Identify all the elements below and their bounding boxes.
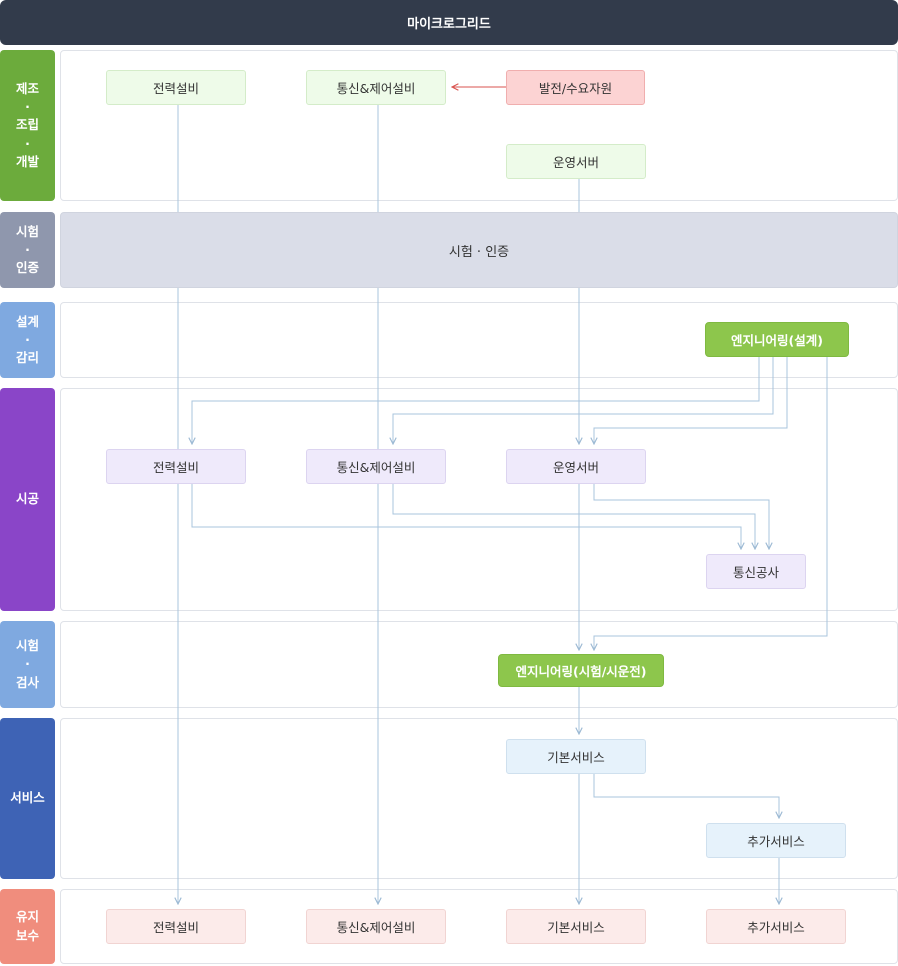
maintenance-basic-box: 기본서비스 bbox=[506, 909, 646, 944]
cert-label: 시험 · 인증 bbox=[448, 244, 510, 260]
construction-comm-box: 통신&제어설비 bbox=[306, 449, 446, 484]
construction-server-box: 운영서버 bbox=[506, 449, 646, 484]
construction-commwork-box: 통신공사 bbox=[706, 554, 806, 589]
lane-test bbox=[60, 621, 898, 708]
stage-test: 시험 · 검사 bbox=[0, 621, 55, 708]
stage-cert: 시험 · 인증 bbox=[0, 212, 55, 288]
stage-construction: 시공 bbox=[0, 388, 55, 611]
design-engineering-box: 엔지니어링(설계) bbox=[705, 322, 849, 357]
maintenance-power-box: 전력설비 bbox=[106, 909, 246, 944]
construction-power-box: 전력설비 bbox=[106, 449, 246, 484]
service-basic-box: 기본서비스 bbox=[506, 739, 646, 774]
maintenance-extra-box: 추가서비스 bbox=[706, 909, 846, 944]
stage-design: 설계 · 감리 bbox=[0, 302, 55, 378]
header-title: 마이크로그리드 bbox=[0, 0, 898, 45]
stage-maintenance: 유지 보수 bbox=[0, 889, 55, 964]
test-engineering-box: 엔지니어링(시험/시운전) bbox=[498, 654, 664, 687]
stage-service: 서비스 bbox=[0, 718, 55, 879]
service-extra-box: 추가서비스 bbox=[706, 823, 846, 858]
maintenance-comm-box: 통신&제어설비 bbox=[306, 909, 446, 944]
lane-cert bbox=[60, 212, 898, 288]
manufacture-comm-box: 통신&제어설비 bbox=[306, 70, 446, 105]
manufacture-gen-box: 발전/수요자원 bbox=[506, 70, 645, 105]
stage-manufacture: 제조 · 조립 · 개발 bbox=[0, 50, 55, 201]
manufacture-server-box: 운영서버 bbox=[506, 144, 646, 179]
manufacture-power-box: 전력설비 bbox=[106, 70, 246, 105]
